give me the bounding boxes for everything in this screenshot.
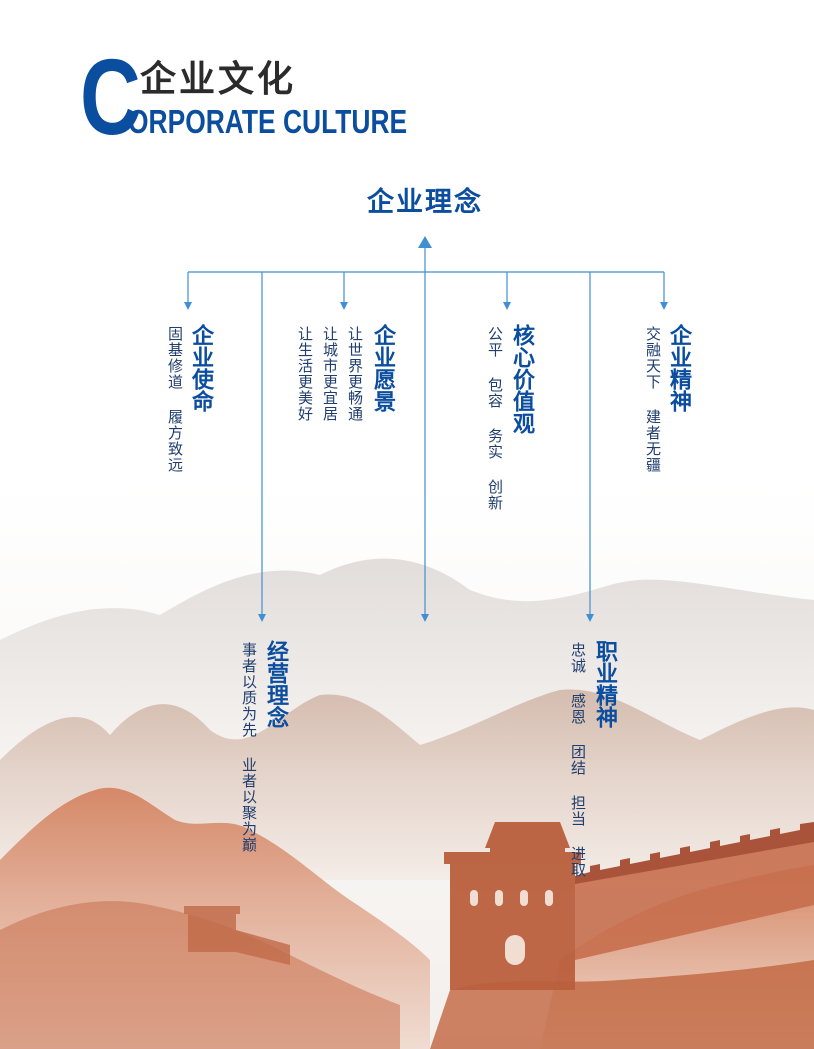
- business-arrow-icon: [258, 614, 266, 622]
- values-line-1: 公平 包容 务实 创新: [486, 326, 504, 511]
- spirit-arrow-icon: [660, 302, 668, 310]
- mission-line-1: 固基修道 履方致远: [166, 326, 184, 473]
- values-title: 核心价值观: [509, 324, 534, 434]
- header-en-title: ORPORATE CULTURE: [128, 103, 408, 140]
- header-big-letter: C: [80, 36, 141, 157]
- spirit-line-1: 交融天下 建者无疆: [644, 326, 662, 473]
- root-arrow-up-icon: [418, 236, 432, 248]
- professional-title: 职业精神: [592, 640, 617, 728]
- professional-arrow-icon: [586, 614, 594, 622]
- vision-line-3: 让生活更美好: [296, 326, 314, 422]
- vision-title: 企业愿景: [370, 324, 395, 412]
- vision-line-2: 让城市更宜居: [321, 326, 339, 422]
- professional-line-1: 忠诚 感恩 团结 担当 进取: [569, 642, 587, 878]
- spirit-title: 企业精神: [666, 324, 691, 412]
- vision-line-1: 让世界更畅通: [346, 326, 364, 422]
- header-cn-title: 企业文化: [140, 59, 297, 100]
- business-line-1: 事者以质为先 业者以聚为巅: [240, 642, 258, 853]
- business-title: 经营理念: [263, 640, 288, 728]
- mission-title: 企业使命: [188, 324, 213, 412]
- trunk-arrow-down-icon: [421, 614, 429, 622]
- values-arrow-icon: [503, 302, 511, 310]
- vision-arrow-icon: [340, 302, 348, 310]
- root-title: 企业理念: [367, 187, 483, 218]
- mission-arrow-icon: [184, 302, 192, 310]
